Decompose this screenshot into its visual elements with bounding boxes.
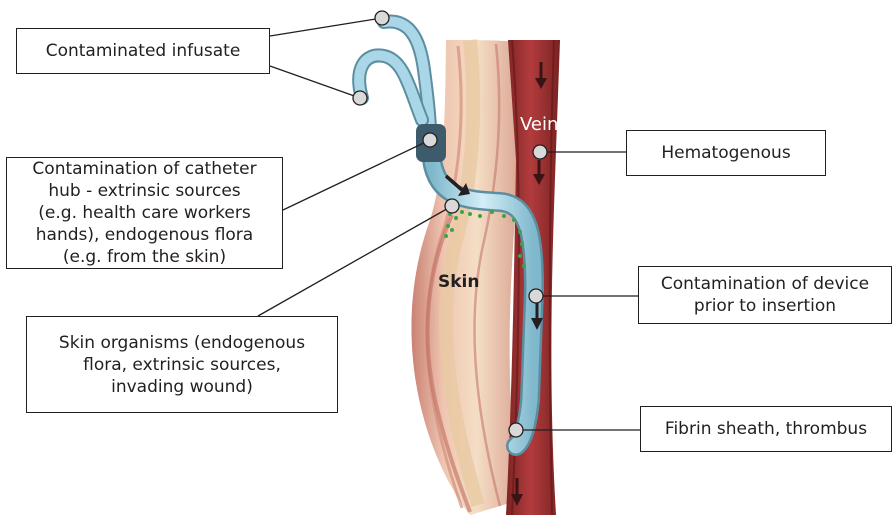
hub-line-5: (e.g. from the skin)	[32, 246, 256, 268]
label-contaminated-infusate: Contaminated infusate	[16, 28, 270, 74]
label-fibrin-sheath: Fibrin sheath, thrombus	[640, 406, 892, 452]
hub-line-3: (e.g. health care workers	[32, 202, 256, 224]
skin-line-3: invading wound)	[59, 376, 305, 398]
skin-line-1: Skin organisms (endogenous	[59, 332, 305, 354]
skin-line-2: flora, extrinsic sources,	[59, 354, 305, 376]
device-line-1: Contamination of device	[661, 273, 869, 295]
device-line-2: prior to insertion	[661, 295, 869, 317]
hub-line-1: Contamination of catheter	[32, 158, 256, 180]
label-skin-organisms: Skin organisms (endogenous flora, extrin…	[26, 316, 338, 413]
vein-label: Vein	[520, 114, 558, 135]
skin-label: Skin	[438, 272, 479, 292]
hub-line-2: hub - extrinsic sources	[32, 180, 256, 202]
label-catheter-hub-contamination: Contamination of catheter hub - extrinsi…	[6, 157, 283, 269]
label-hematogenous: Hematogenous	[626, 130, 826, 176]
hub-line-4: hands), endogenous flora	[32, 224, 256, 246]
label-device-contamination: Contamination of device prior to inserti…	[638, 266, 892, 324]
